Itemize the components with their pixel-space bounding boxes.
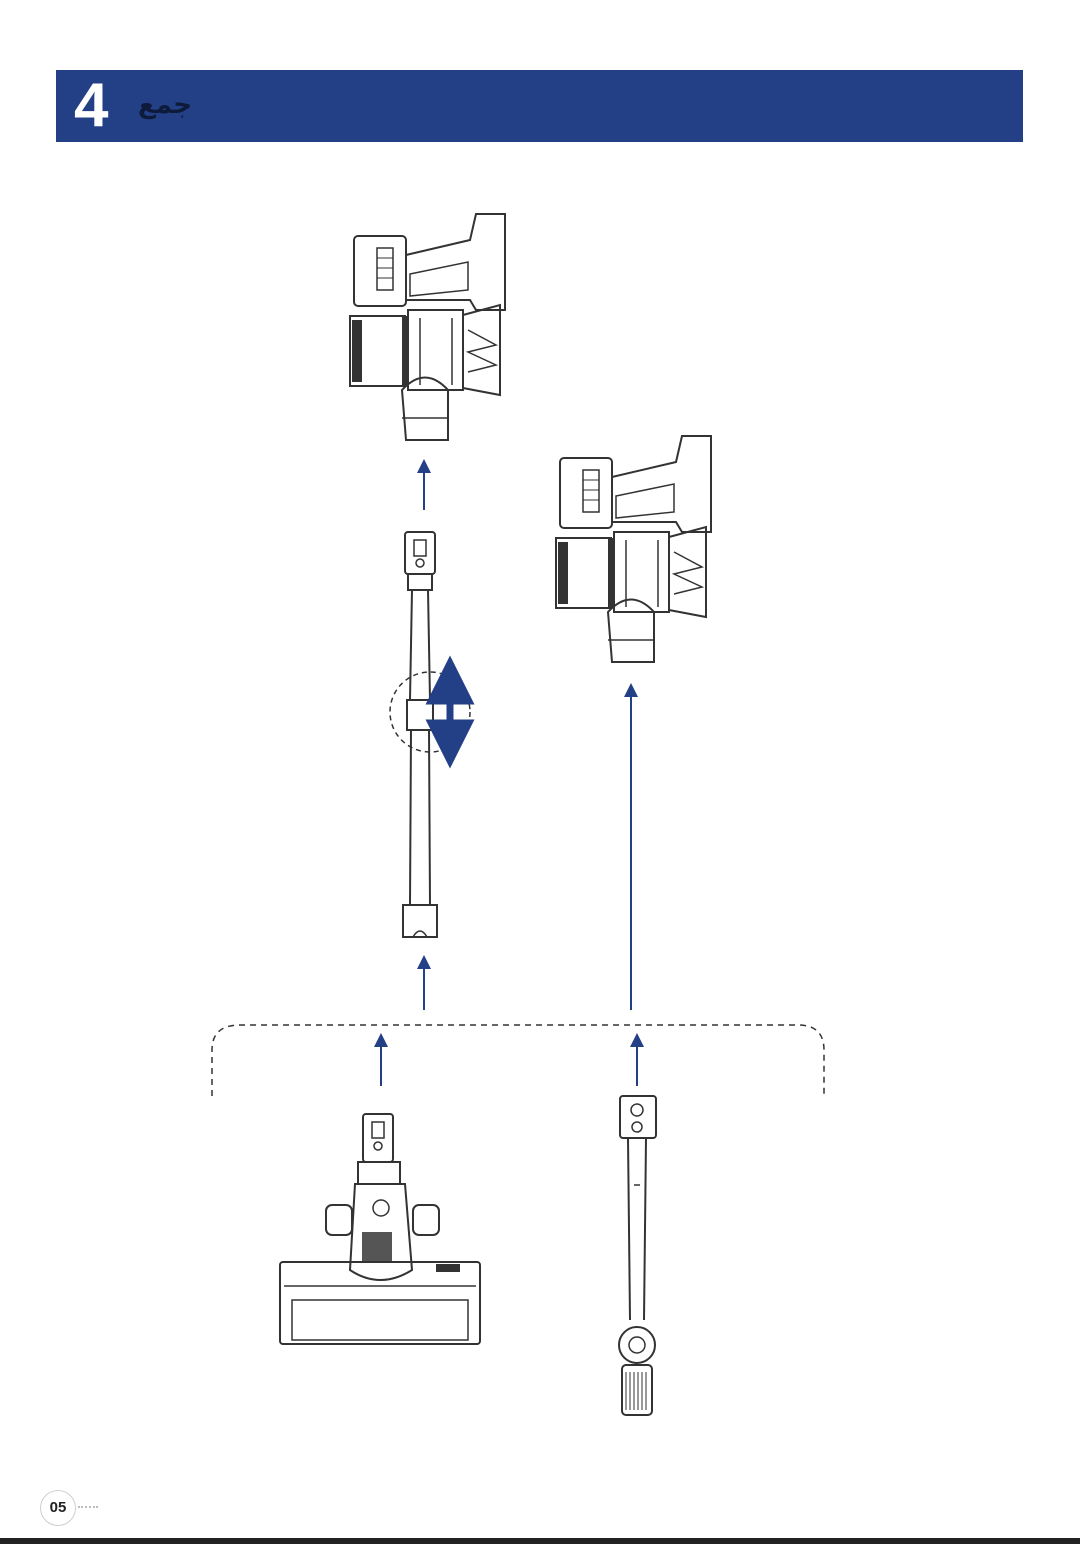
crevice-brush-tool [619,1096,656,1415]
floor-brush [280,1114,480,1344]
bottom-edge-bar [0,1538,1080,1544]
page-number-dots [78,1506,98,1508]
extension-tube [390,532,470,937]
main-unit-right [556,436,711,662]
page-number-badge: 05 [40,1490,76,1526]
attachment-bracket [212,1025,824,1096]
main-unit-upper [350,214,505,440]
page-number: 05 [41,1499,75,1516]
